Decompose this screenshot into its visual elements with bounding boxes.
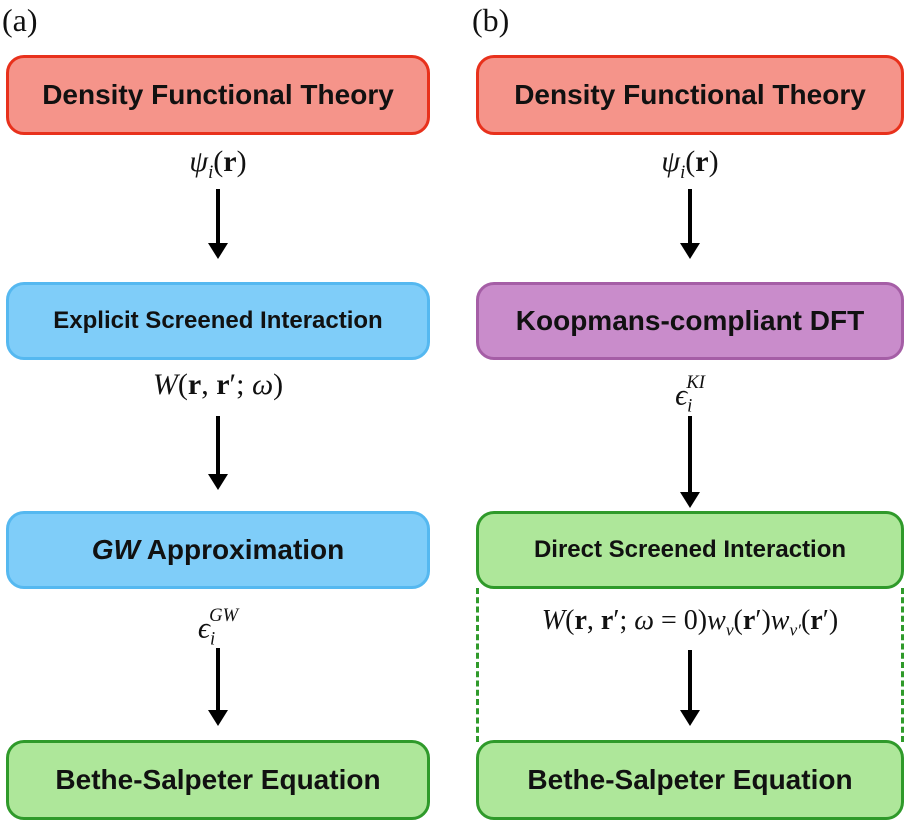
gw-italic-text: GW	[91, 534, 140, 565]
panel-a-arrow-1	[208, 189, 228, 259]
panel-a-gw-energy-label: ϵiGW	[197, 605, 239, 650]
approximation-text: Approximation	[139, 534, 345, 565]
panel-a-arrow-3	[208, 648, 228, 726]
panel-a-label: (a)	[2, 2, 38, 38]
panel-b-direct-interaction-label: W(r, r′; ω = 0)wv(r′)wv′(r′)	[541, 605, 839, 640]
panel-b-koopmans-box: Koopmans-compliant DFT	[476, 282, 904, 360]
panel-b-wavefunction-label: ψi(r)	[661, 145, 719, 183]
panel-a-gw-box: GW Approximation	[6, 511, 430, 589]
panel-a-explicit-screened-box: Explicit Screened Interaction	[6, 282, 430, 360]
panel-b-bse-box: Bethe-Salpeter Equation	[476, 740, 904, 820]
panel-b-ki-energy-label: ϵiKI	[675, 372, 705, 417]
panel-a-arrow-2	[208, 416, 228, 490]
panel-b-arrow-2	[680, 416, 700, 508]
panel-b-dft-box: Density Functional Theory	[476, 55, 904, 135]
panel-b-label: (b)	[472, 2, 510, 38]
panel-b-direct-screened-box: Direct Screened Interaction	[476, 511, 904, 589]
panel-b-arrow-3	[680, 650, 700, 726]
panel-a-screened-interaction-label: W(r, r′; ω)	[152, 368, 284, 401]
panel-a-dft-box: Density Functional Theory	[6, 55, 430, 135]
panel-b-arrow-1	[680, 189, 700, 259]
panel-a-wavefunction-label: ψi(r)	[189, 145, 247, 183]
panel-b-dashed-group	[476, 588, 904, 742]
panel-a-bse-box: Bethe-Salpeter Equation	[6, 740, 430, 820]
